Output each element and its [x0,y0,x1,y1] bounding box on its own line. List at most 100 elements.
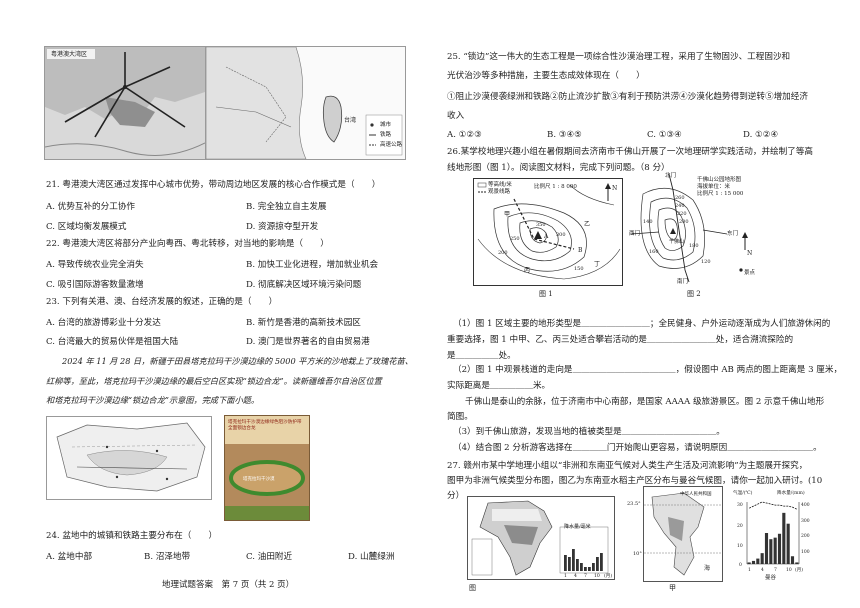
q25-option-c[interactable]: C. ①③④ [647,130,682,140]
africa-chart-label: 降水量/毫米 [564,524,591,530]
q23-option-d[interactable]: D. 澳门是世界著名的自由贸易港 [246,337,370,347]
africa-month-4: 4 [574,574,577,579]
bangkok-month-10: 10 [786,568,792,573]
africa-month-10: 10 [594,574,600,579]
q22-option-d[interactable]: D. 彻底解决区域环境污染问题 [246,280,362,290]
passage-line-2: 红柳等，至此，塔克拉玛干沙漠边缘的最后空白区实现“锁边合龙”。读新疆维吾尔自治区… [46,376,382,386]
africa-climate-map-svg [471,500,609,576]
fig1-label-350: 350 [536,222,546,228]
fig2-gate-west: 西门 [629,231,641,237]
q26-sub4: （4）结合图 2 分析游客选择在＿＿＿＿门开始爬山更容易，请说明原因＿＿＿＿＿＿… [453,443,822,453]
fig2-elev-220: 220 [677,211,687,217]
q26-sub2-line-2: 实际距离是＿＿＿＿＿米。 [447,381,551,391]
precip-bar [790,556,795,564]
gba-map: 粤港澳大湾区 [44,46,206,160]
q26-sub1-line-1: （1）图 1 区域主要的地形类型是＿＿＿＿＿＿＿＿；全民健身、户外运动逐渐成为人… [453,319,831,329]
photo-caption: 塔克拉玛干沙漠边缘绿色阻沙防护带全面锁边合龙 [228,420,302,431]
bangkok-chart: 气温/(℃) 降水量/(mm) 30 20 10 0 400 300 200 1… [733,488,813,581]
bangkok-month-unit: (月) [795,568,804,573]
fig2-elev-240: 240 [675,203,685,209]
q21-option-c[interactable]: C. 区域均衡发展模式 [46,222,127,232]
fig2-gate-south: 南门 [677,279,689,285]
q25-line-4: 收入 [447,111,465,121]
sea-map: 中华人民共和国 海 [643,486,723,582]
q22-option-a[interactable]: A. 导致传统农业完全消失 [46,260,144,270]
q27-line-2: 图甲为非洲气候类型分布图，图乙为东南亚水稻主产区分布与曼谷气候图，请你一起加入研… [447,476,823,486]
sea-label-sea: 海 [704,565,711,572]
q25-option-d[interactable]: D. ①②④ [743,130,779,140]
q23-option-c[interactable]: C. 台湾最大的贸易伙伴是祖国大陆 [46,337,179,347]
fig2-title: 千佛山公园地形图 [697,177,742,183]
q25-line-1: 25. “锁边”这一伟大的生态工程是一项综合性沙漠治理工程，采用了生物固沙、工程… [447,52,791,62]
figure-2-svg [630,173,748,283]
precip-bar [747,562,751,564]
taiwan-map: 台湾 城市 铁路 高速公路 [205,46,406,160]
bangkok-y-0: 0 [739,563,742,568]
q27-line-1: 27. 赣州市某中学地理小组以“非洲和东南亚气候对人类生产生活及河流影响”为主题… [447,461,808,471]
fig1-label-a: A [544,233,549,240]
q26-sub2-line-4: 简图。 [447,412,473,422]
precip-bar [764,533,769,564]
q21-option-b[interactable]: B. 完全独立自主发展 [246,202,327,212]
fig2-elev-140: 140 [643,219,653,225]
precip-bar [782,512,786,564]
fig1-label-150: 150 [574,266,584,272]
bangkok-y-30: 30 [737,503,743,508]
bangkok-y2-100: 100 [801,550,810,555]
fig2-scale: 比例尺 1 : 15 000 [697,191,744,197]
q27-line-3: 分） [447,491,465,501]
bangkok-y-20: 20 [737,524,743,529]
q25-option-a[interactable]: A. ①②③ [447,130,482,140]
q24-text: 24. 盆地中的城镇和铁路主要分布在（ ） [46,531,218,541]
photo-inner-label: 塔克拉玛干沙漠 [243,477,275,482]
q25-option-b[interactable]: B. ③④⑤ [547,130,582,140]
precip-bar [756,558,760,564]
page-footer: 地理试题答案 第 7 页（共 2 页） [162,580,295,590]
fig2-unit: 海拔单位：米 [697,184,731,190]
precip-bar [751,560,756,564]
xinjiang-map [46,416,212,500]
sea-lat-23: 23.5° [627,501,641,507]
fig1-label-b: B [578,247,583,254]
fig1-label-250: 250 [510,236,520,242]
gba-map-title: 粤港澳大湾区 [51,51,88,58]
passage-line-1: 2024 年 11 月 28 日，新疆于田县塔克拉玛干沙漠边缘的 5000 平方… [62,356,413,366]
q23-text: 23. 下列有关港、澳、台经济发展的叙述，正确的是（ ） [46,297,278,307]
xinjiang-map-svg [56,422,206,492]
sea-map-svg [644,492,722,576]
q23-option-b[interactable]: B. 新竹是香港的高新技术园区 [246,318,361,328]
q26-sub1-line-3: 是＿＿＿＿＿处。 [447,351,516,361]
fig1-title: 等高线/米 [488,182,512,188]
gba-map-svg [45,47,205,159]
fig1-label-yi: 乙 [584,221,591,228]
bangkok-temp-label: 气温/(℃) [733,491,753,496]
q24-option-a[interactable]: A. 盆地中部 [46,552,93,562]
q24-option-b[interactable]: B. 沼泽地带 [144,552,191,562]
africa-month-unit: (月) [604,574,613,579]
q26-line-2: 线地形图（图 1）。阅读图文材料，完成下列问题。（8 分） [447,163,670,173]
fig1-label-bing: 丙 [524,267,531,274]
q24-option-d[interactable]: D. 山麓绿洲 [348,552,395,562]
sea-label-china: 中华人民共和国 [680,492,712,497]
bangkok-y2-300: 300 [801,519,810,524]
fig1-caption: 图 1 [539,290,553,298]
bangkok-month-7: 7 [774,568,777,573]
q22-text: 22. 粤港澳大湾区将部分产业向粤西、粤北转移，对当地的影响是（ ） [46,239,329,249]
temperature-line [748,501,798,510]
precip-bar [786,523,790,564]
q26-sub3: （3）到千佛山旅游，发现当地的植被类型是＿＿＿＿＿＿＿＿＿＿＿。 [453,427,725,437]
africa-precip-bars [564,549,603,571]
q22-option-c[interactable]: C. 吸引国际游客数量激增 [46,280,144,290]
q21-option-a[interactable]: A. 优势互补的分工协作 [46,202,136,212]
q24-option-c[interactable]: C. 油田附近 [246,552,293,562]
q23-option-a[interactable]: A. 台湾的旅游博彩业十分发达 [46,318,161,328]
bangkok-month-1: 1 [748,568,751,573]
fig1-label-300: 300 [556,232,566,238]
legend-rail: 铁路 [380,132,392,138]
bangkok-month-4: 4 [761,568,764,573]
fig2-elev-180: 180 [689,243,699,249]
q22-option-b[interactable]: B. 加快工业化进程，增加就业机会 [246,260,379,270]
q26-sub2-line-3: 千佛山是泰山的余脉，位于济南市中心南部，是国家 AAAA 级旅游景区。图 2 示… [465,397,825,407]
q21-option-d[interactable]: D. 资源掠夺型开发 [246,222,319,232]
africa-month-7: 7 [584,574,587,579]
